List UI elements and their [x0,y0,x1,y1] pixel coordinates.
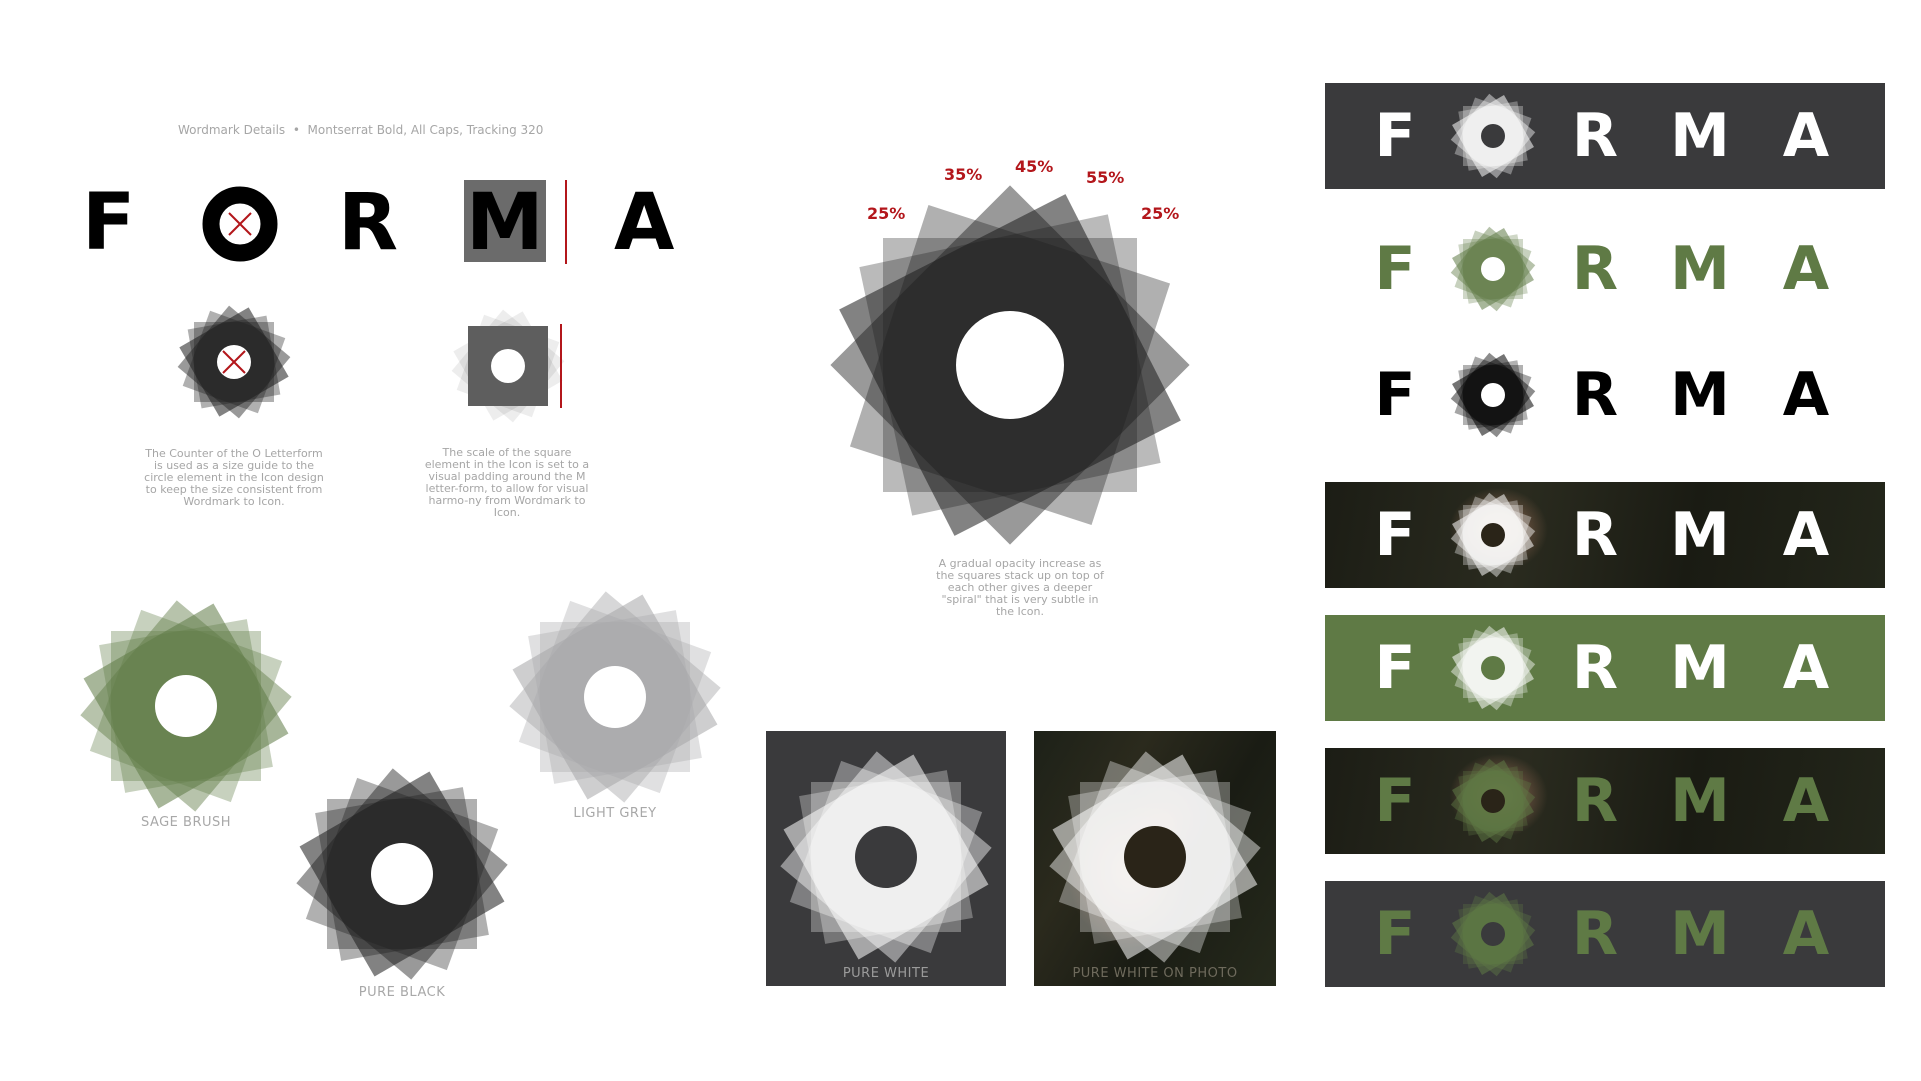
bar-letter: F [1374,360,1416,430]
star-burst-icon [1450,93,1536,179]
bar-letter: R [1571,500,1619,570]
letter-o-construction [200,184,280,264]
black-label: PURE BLACK [358,985,446,1000]
bar-letter: A [1782,101,1830,171]
tile-pure-white: PURE WHITE [766,731,1006,986]
bar-letter: R [1571,360,1619,430]
wordmark-letter-f: F [82,178,136,268]
bar-letter: A [1782,360,1830,430]
grey-icon [505,587,725,807]
star-burst-icon [1450,891,1536,977]
m-guide-line [565,180,567,264]
bar-letter: A [1782,633,1830,703]
bar-letter: R [1571,234,1619,304]
letter-m-square-guide [464,180,546,262]
tile-photo-label: PURE WHITE ON PHOTO [1072,966,1238,981]
bar-letter: M [1670,360,1730,430]
bar-letter: R [1571,766,1619,836]
wordmark-spec: Wordmark Details • Montserrat Bold, All … [178,123,544,137]
counter-caption: The Counter of the O Letterform is used … [144,447,324,508]
bar-letter: M [1670,101,1730,171]
bar-letter: A [1782,766,1830,836]
bar-letter: F [1374,899,1416,969]
bar-letter: A [1782,234,1830,304]
bar-letter: R [1571,101,1619,171]
opacity-label-3: 45% [1015,157,1054,176]
sage-icon [76,596,296,816]
counter-guide-icon [174,302,294,422]
bar-letter: F [1374,234,1416,304]
bar-letter: A [1782,899,1830,969]
star-burst-icon [1450,492,1536,578]
bar-letter: R [1571,899,1619,969]
bar-letter: F [1374,633,1416,703]
bar-letter: M [1670,766,1730,836]
tile-pure-white-photo: PURE WHITE ON PHOTO [1034,731,1276,986]
opacity-label-4: 55% [1086,168,1125,187]
wordmark-letter-r: R [338,178,399,268]
star-burst-icon [1450,758,1536,844]
bar-letter: A [1782,500,1830,570]
opacity-label-5: 25% [1141,204,1180,223]
bar-letter: R [1571,633,1619,703]
opacity-caption: A gradual opacity increase as the square… [936,557,1104,618]
opacity-label-1: 25% [867,204,906,223]
star-burst-icon [1450,226,1536,312]
bar-letter: M [1670,633,1730,703]
grey-label: LIGHT GREY [573,806,657,821]
bar-letter: M [1670,500,1730,570]
black-icon [292,764,512,984]
bar-letter: M [1670,899,1730,969]
bar-letter: F [1374,500,1416,570]
bar-letter: F [1374,101,1416,171]
opacity-diagram-icon [830,180,1190,550]
wordmark-letter-a: A [614,178,675,268]
opacity-label-2: 35% [944,165,983,184]
tile-white-label: PURE WHITE [842,966,930,981]
wordmark-letter-m: M [466,178,544,268]
bar-letter: M [1670,234,1730,304]
bar-letter: F [1374,766,1416,836]
square-guide-icon [448,308,568,424]
star-burst-icon [1450,625,1536,711]
sage-label: SAGE BRUSH [140,815,232,830]
star-burst-icon [1450,352,1536,438]
square-caption: The scale of the square element in the I… [424,446,590,519]
